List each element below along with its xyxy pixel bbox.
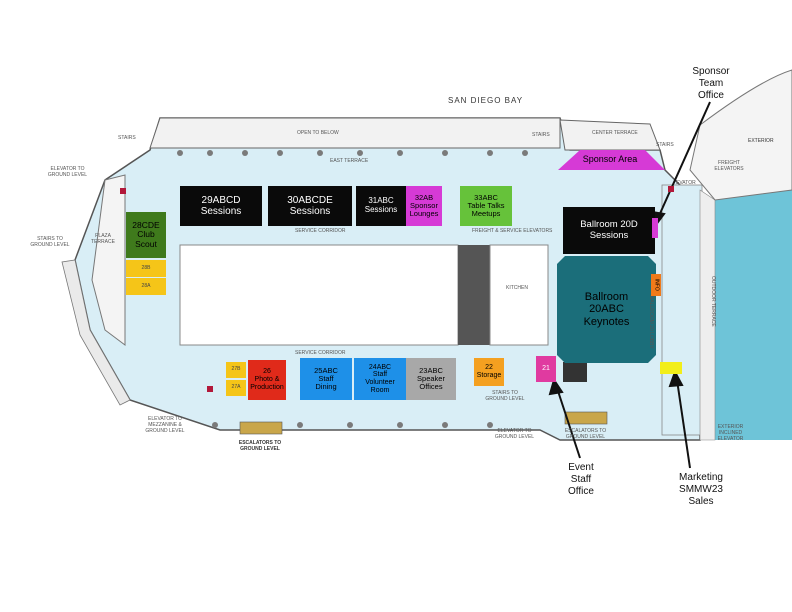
ballroom-20d-sponsor-marker (652, 218, 658, 238)
freight-shaft (458, 245, 490, 345)
bottom-planters (212, 422, 493, 428)
left-stairs-wedge (61, 259, 131, 406)
outdoor-terrace-label: OUTDOOR TERRACE (710, 276, 716, 327)
exterior-right-label: EXTERIOR (748, 138, 774, 144)
room-28b[interactable]: 28B (126, 260, 166, 277)
open-below-label: OPEN TO BELOW (297, 130, 339, 136)
exhibit-hall-block (179, 244, 459, 346)
plaza-terrace (91, 174, 126, 346)
info-desk[interactable]: INFO (651, 274, 661, 296)
callout-event-staff-office: Event Staff Office (568, 462, 594, 497)
elevator-marker-right (668, 186, 674, 192)
stairs-top-left-label: STAIRS (118, 135, 136, 141)
room-28a[interactable]: 28A (126, 278, 166, 295)
center-terrace-label: CENTER TERRACE (592, 130, 638, 136)
service-corridor-bottom-label: SERVICE CORRIDOR (295, 350, 346, 356)
terrace-planters (177, 150, 528, 156)
stairs-top-mid-label: STAIRS (532, 132, 550, 138)
room-27b[interactable]: 27B (226, 362, 246, 378)
plaza-terrace-label: PLAZA TERRACE (91, 233, 115, 245)
callout-marketing-sales: Marketing SMMW23 Sales (679, 472, 723, 507)
sponsor-area-shape (558, 150, 665, 170)
room-27a[interactable]: 27A (226, 380, 246, 396)
escalators-ground-right-label: ESCALATORS TO GROUND LEVEL (564, 428, 607, 440)
exterior-inclined-label: EXTERIOR INCLINED ELEVATOR (717, 424, 744, 442)
kitchen-label: KITCHEN (506, 285, 528, 291)
elevator-marker-left (120, 188, 126, 194)
outer-arc (689, 69, 792, 201)
elevator-ground-bottom-label: ELEVATOR TO GROUND LEVEL (494, 428, 535, 440)
escalators-ground-label: ESCALATORS TO GROUND LEVEL (238, 440, 282, 452)
stairs-ground-bottom-label: STAIRS TO GROUND LEVEL (485, 390, 525, 402)
stairs-ground-left-label: STAIRS TO GROUND LEVEL (30, 236, 70, 248)
sponsor-area[interactable]: Sponsor Area (582, 154, 638, 165)
east-terrace-label: EAST TERRACE (330, 158, 369, 164)
service-corridor-top-label: SERVICE CORRIDOR (295, 228, 346, 234)
center-terrace (559, 119, 661, 151)
escalator-bottom-left (239, 421, 283, 435)
freight-elevators-label: FREIGHT ELEVATORS (714, 160, 744, 172)
outdoor-water (715, 190, 792, 440)
stair-block (563, 362, 587, 382)
kitchen-block (489, 244, 549, 346)
stairs-top-right-label: STAIRS (656, 142, 674, 148)
bay-label: SAN DIEGO BAY (448, 96, 524, 105)
terrace-steps (699, 189, 716, 441)
elevator-ground-left-label: ELEVATOR TO GROUND LEVEL (47, 166, 88, 178)
freight-service-label: FREIGHT & SERVICE ELEVATORS (472, 228, 553, 234)
elevator-marker-bottom (207, 386, 213, 392)
escalator-bottom-right (564, 411, 608, 425)
marketing-sales-marker[interactable] (660, 362, 682, 374)
elevator-right-label: EVATOR (676, 180, 696, 186)
callout-sponsor-team-office: Sponsor Team Office (692, 66, 730, 101)
ballroom-lobby-strip (661, 184, 703, 436)
east-terrace-band (149, 117, 561, 149)
room-21[interactable]: 21 (536, 356, 556, 382)
elevator-mezzanine-label: ELEVATOR TO MEZZANINE & GROUND LEVEL (145, 416, 185, 434)
ballroom-20abc-shape (557, 256, 656, 363)
